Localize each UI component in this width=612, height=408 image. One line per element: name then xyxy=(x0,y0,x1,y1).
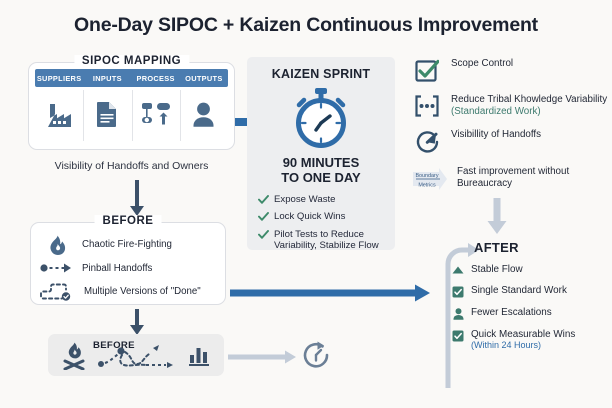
benefit-item-scope-control[interactable]: Scope Control xyxy=(412,58,608,83)
after-list: Stable Flow Single Standard Work Fewer E… xyxy=(452,264,612,360)
checkbox-small-icon xyxy=(452,285,464,298)
stopwatch-icon xyxy=(247,87,395,149)
after-item-label: Fewer Escalations xyxy=(471,306,552,318)
kaizen-duration: 90 MINUTES TO ONE DAY xyxy=(247,155,395,185)
checkbox-checked-icon xyxy=(412,58,442,83)
after-item-fewer-escalations[interactable]: Fewer Escalations xyxy=(452,307,612,320)
before-item-multiple-done[interactable]: Multiple Versions of "Done" xyxy=(40,281,225,301)
person-small-icon xyxy=(452,307,464,320)
kaizen-sprint-panel: KAIZEN SPRINT 90 MINUTES TO ONE DAY xyxy=(247,57,395,251)
arrow-before-to-strip xyxy=(128,309,146,335)
benefit-label: Visibillity of Handoffs xyxy=(451,129,542,141)
check-icon xyxy=(258,212,269,222)
benefit-item-fast-improvement[interactable]: Boundary Metrics Fast improvement withou… xyxy=(412,166,608,191)
kaizen-item-label: Pilot Tests to Reduce Variability, Stabi… xyxy=(274,228,379,252)
sipoc-grid: SUPPLIERS INPUTS xyxy=(29,63,234,149)
sipoc-column-suppliers[interactable]: SUPPLIERS xyxy=(35,69,84,144)
flame-icon xyxy=(40,234,74,255)
benefit-item-visibility[interactable]: Visibillity of Handoffs xyxy=(412,129,608,155)
campfire-icon xyxy=(61,340,87,370)
benefit-label-main: Reduce Tribal Khowledge Variability xyxy=(451,94,608,105)
arrow-sipoc-to-before xyxy=(128,180,146,216)
kaizen-item[interactable]: Expose Waste xyxy=(258,194,395,205)
before-item-label: Multiple Versions of "Done" xyxy=(84,285,201,297)
sipoc-column-outputs[interactable]: OUTPUTS xyxy=(179,69,228,144)
after-item-single-standard-work[interactable]: Single Standard Work xyxy=(452,285,612,298)
kaizen-item[interactable]: Lock Quick Wins xyxy=(258,211,395,222)
boundary-metrics-top-text: Boundary xyxy=(415,173,438,179)
sipoc-header-inputs: INPUTS xyxy=(83,69,132,87)
sipoc-column-process[interactable]: PROCESS xyxy=(131,69,180,144)
check-icon xyxy=(258,195,269,204)
sipoc-caption: Visibility of Handoffs and Owners xyxy=(54,160,209,172)
before-item-pinball-handoffs[interactable]: Pinball Handoffs xyxy=(40,262,225,274)
sipoc-legend: SIPOC MAPPING xyxy=(73,55,190,67)
kaizen-checklist: Expose Waste Lock Quick Wins Pilot Tests… xyxy=(258,194,395,251)
gauge-icon xyxy=(412,129,442,155)
before-legend: BEFORE xyxy=(94,215,162,227)
arrow-benefits-to-after xyxy=(487,198,507,234)
sipoc-header-outputs: OUTPUTS xyxy=(179,69,228,87)
before-item-label: Chaotic Fire-Fighting xyxy=(82,239,172,250)
before-strip-label: BEFORE xyxy=(93,340,135,351)
arrow-before-to-after xyxy=(230,283,430,303)
kaizen-title: KAIZEN SPRINT xyxy=(271,67,371,81)
before-strip xyxy=(48,334,224,376)
up-triangle-icon xyxy=(452,264,464,275)
before-item-fire-fighting[interactable]: Chaotic Fire-Fighting xyxy=(40,234,225,255)
benefit-label: Reduce Tribal Khowledge Variability (Sta… xyxy=(451,94,608,118)
page-title: One-Day SIPOC + Kaizen Continuous Improv… xyxy=(74,14,538,36)
standard-work-icon xyxy=(412,94,442,117)
refresh-clock-icon xyxy=(300,339,332,371)
checkbox-small-icon xyxy=(452,329,464,342)
after-title: AFTER xyxy=(474,240,519,255)
after-item-stable-flow[interactable]: Stable Flow xyxy=(452,264,612,276)
flowchart-icon xyxy=(132,87,180,144)
person-icon xyxy=(180,87,228,144)
check-icon xyxy=(258,229,269,239)
before-list: Chaotic Fire-Fighting Pinball Handoffs xyxy=(31,223,225,301)
sipoc-card: SIPOC MAPPING SUPPLIERS INPUTS xyxy=(28,55,235,150)
kaizen-duration-line2: TO ONE DAY xyxy=(281,169,361,185)
dashed-loop-check-icon xyxy=(40,281,76,301)
after-item-label: Quick Measurable Wins (Within 24 Hours) xyxy=(471,329,575,351)
tangled-paths-icon xyxy=(96,340,178,370)
sipoc-header-suppliers: SUPPLIERS xyxy=(35,69,84,87)
boundary-metrics-bottom-text: Metrics xyxy=(418,183,436,189)
after-item-quick-wins[interactable]: Quick Measurable Wins (Within 24 Hours) xyxy=(452,329,612,351)
benefit-label: Fast improvement without Bureaucracy xyxy=(457,166,570,190)
kaizen-item-label: Expose Waste xyxy=(274,194,336,206)
benefit-item-standard-work[interactable]: Reduce Tribal Khowledge Variability (Sta… xyxy=(412,94,608,118)
document-icon xyxy=(83,87,131,144)
sipoc-header-process: PROCESS xyxy=(131,69,180,87)
benefit-label: Scope Control xyxy=(451,58,514,69)
after-item-label: Stable Flow xyxy=(471,264,523,275)
after-item-sublabel: (Within 24 Hours) xyxy=(471,340,542,351)
kaizen-item-label: Lock Quick Wins xyxy=(274,211,346,223)
arrow-strip-to-clock xyxy=(228,350,296,364)
factory-icon xyxy=(35,87,83,144)
after-item-label: Single Standard Work xyxy=(471,284,567,296)
sipoc-column-inputs[interactable]: INPUTS xyxy=(83,69,132,144)
benefits-list: Scope Control Reduce Tribal Khowledge Va… xyxy=(412,58,608,202)
benefit-sublabel: (Standardized Work) xyxy=(451,106,541,118)
after-item-label-main: Quick Measurable Wins xyxy=(471,328,576,340)
boundary-metrics-icon: Boundary Metrics xyxy=(412,166,448,191)
dashed-arrow-icon xyxy=(40,262,74,274)
after-bracket xyxy=(436,236,480,388)
before-card: BEFORE Chaotic Fire-Fighting xyxy=(30,215,226,305)
before-item-label: Pinball Handoffs xyxy=(82,262,153,274)
bar-chart-icon xyxy=(187,343,211,367)
kaizen-duration-line1: 90 MINUTES xyxy=(282,155,360,170)
kaizen-item[interactable]: Pilot Tests to Reduce Variability, Stabi… xyxy=(258,229,395,252)
